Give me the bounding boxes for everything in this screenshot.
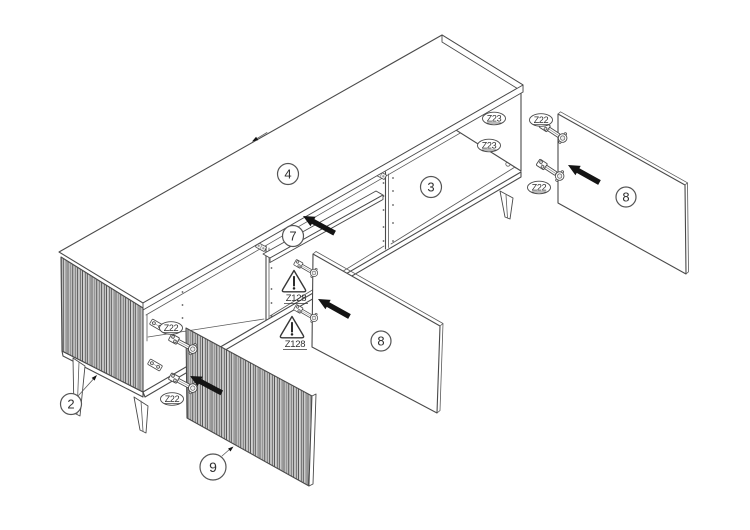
hinge-plate-icon bbox=[147, 358, 163, 372]
hardware-callout-z22-left-top: Z22 bbox=[159, 321, 183, 335]
hardware-label: Z23 bbox=[482, 141, 497, 151]
top-edge-pointer-arrow bbox=[252, 132, 268, 142]
hardware-label: Z22 bbox=[164, 323, 179, 333]
warning-triangle-icon bbox=[281, 269, 307, 293]
hardware-label: Z23 bbox=[487, 114, 502, 124]
hardware-label: Z22 bbox=[532, 183, 547, 193]
part-balloon-2: 2 bbox=[59, 375, 97, 416]
leg bbox=[499, 190, 514, 220]
partition-right bbox=[384, 171, 389, 250]
part-number: 4 bbox=[284, 167, 291, 182]
warning-callout-upper: Z128 bbox=[281, 269, 308, 304]
part-balloon-8-right: 8 bbox=[615, 186, 637, 208]
left-side-panel-fluted bbox=[60, 256, 144, 393]
part-balloon-4: 4 bbox=[276, 162, 300, 186]
hardware-label: Z22 bbox=[165, 394, 180, 404]
leg bbox=[133, 396, 149, 434]
hardware-callout-z22-left-bottom: Z22 bbox=[160, 392, 184, 406]
hardware-label: Z22 bbox=[534, 115, 549, 125]
part-number: 9 bbox=[209, 459, 217, 475]
part-number: 8 bbox=[622, 190, 629, 205]
part-balloon-7: 7 bbox=[281, 224, 305, 248]
hardware-callout-z23-bottom: Z23 bbox=[477, 138, 501, 153]
part-balloon-8-middle: 8 bbox=[370, 330, 392, 352]
part-number: 3 bbox=[427, 180, 434, 195]
left-fluted-door bbox=[185, 327, 317, 487]
hardware-callout-z22-right-top: Z22 bbox=[529, 113, 553, 127]
part-balloon-3: 3 bbox=[419, 175, 443, 199]
warning-label: Z128 bbox=[285, 339, 305, 350]
legs bbox=[72, 190, 514, 434]
part-number: 8 bbox=[377, 334, 384, 349]
warning-label: Z128 bbox=[286, 293, 306, 304]
part-number: 2 bbox=[67, 397, 74, 412]
carcass-top-rail bbox=[145, 98, 520, 316]
right-compartment-floor-line bbox=[390, 166, 516, 245]
hardware-callout-z23-top: Z23 bbox=[482, 111, 506, 126]
warning-callout-lower: Z128 bbox=[279, 315, 307, 350]
part-balloon-9: 9 bbox=[199, 446, 234, 481]
partition-left bbox=[265, 245, 270, 322]
part-number: 7 bbox=[289, 229, 296, 244]
hardware-callout-z22-right-bottom: Z22 bbox=[527, 180, 551, 195]
warning-triangle-icon bbox=[279, 315, 305, 339]
